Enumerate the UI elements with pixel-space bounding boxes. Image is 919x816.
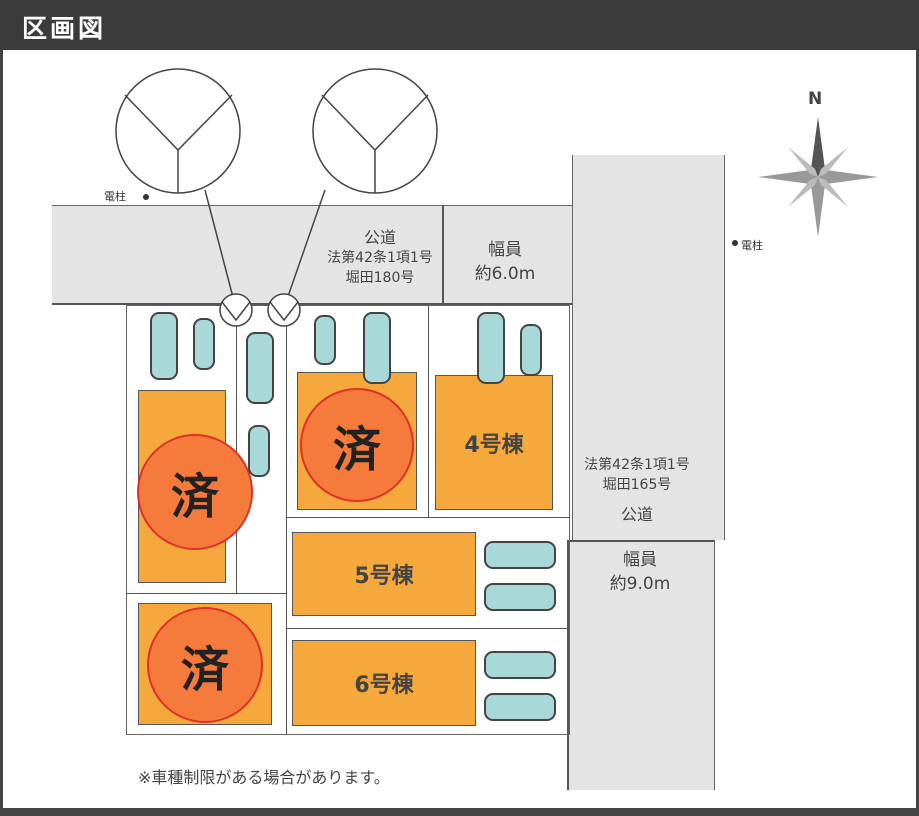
parking-car xyxy=(314,315,336,365)
site-boundary xyxy=(126,305,570,735)
diagram-overlay xyxy=(115,68,878,327)
east-road xyxy=(572,155,725,540)
lot-5[interactable]: 5号棟 xyxy=(292,532,476,616)
utility-pole-icon xyxy=(143,194,149,200)
parking-car xyxy=(520,324,542,376)
road-name: 堀田180号 xyxy=(345,270,415,286)
sold-badge: 済 xyxy=(137,434,253,550)
width-value: 約6.0m xyxy=(474,264,536,284)
lot-label: 6号棟 xyxy=(354,673,414,698)
page-title: 区画図 xyxy=(22,14,107,43)
sold-badge: 済 xyxy=(147,607,263,723)
east-road-lower xyxy=(567,540,715,790)
lot-6[interactable]: 6号棟 xyxy=(292,640,476,726)
vehicle-note: ※車種制限がある場合があります。 xyxy=(138,768,390,787)
parking-car xyxy=(363,312,391,384)
road-law: 法第42条1項1号 xyxy=(327,250,433,266)
lot-label: 4号棟 xyxy=(464,432,524,458)
road-name: 堀田165号 xyxy=(602,477,672,493)
sold-label: 済 xyxy=(170,469,219,525)
compass-icon xyxy=(758,117,878,237)
corner-detail-left xyxy=(115,68,438,327)
width-label: 幅員 xyxy=(488,240,522,260)
sold-label: 済 xyxy=(180,642,229,698)
utility-pole-label: 電柱 xyxy=(741,239,763,252)
boundary-line xyxy=(126,593,286,594)
parking-car xyxy=(477,312,505,384)
parking-car xyxy=(246,332,274,404)
sold-label: 済 xyxy=(332,422,381,478)
sold-badge: 済 xyxy=(300,388,414,502)
north-label: N xyxy=(808,89,823,109)
parking-car xyxy=(484,651,556,679)
parking-car xyxy=(248,425,270,477)
east-road-width: 幅員 約9.0m xyxy=(580,548,700,596)
parking-car xyxy=(193,318,215,370)
boundary-line xyxy=(236,305,237,593)
boundary-line xyxy=(286,305,287,735)
parking-car xyxy=(150,312,178,380)
road-law: 法第42条1項1号 xyxy=(584,457,690,473)
boundary-line xyxy=(428,305,429,517)
utility-pole-icon xyxy=(732,240,738,246)
utility-pole-label: 電柱 xyxy=(104,190,126,203)
frame xyxy=(0,50,919,816)
north-road-width: 幅員 約6.0m xyxy=(450,238,560,286)
north-road-info: 公道 法第42条1項1号 堀田180号 xyxy=(300,228,460,288)
parking-car xyxy=(484,541,556,569)
north-road-section xyxy=(442,205,577,305)
boundary-line xyxy=(286,517,570,518)
lot-4[interactable]: 4号棟 xyxy=(435,375,553,510)
boundary-line xyxy=(286,628,570,629)
parking-car xyxy=(484,583,556,611)
width-label: 幅員 xyxy=(623,550,657,570)
parking-car xyxy=(484,693,556,721)
lot-label: 5号棟 xyxy=(354,564,414,589)
road-type: 公道 xyxy=(363,228,396,247)
east-road-info: 法第42条1項1号 堀田165号 公道 xyxy=(572,455,702,525)
road-type: 公道 xyxy=(620,505,653,524)
width-value: 約9.0m xyxy=(609,574,671,594)
header-bar: 区画図 xyxy=(0,0,919,50)
